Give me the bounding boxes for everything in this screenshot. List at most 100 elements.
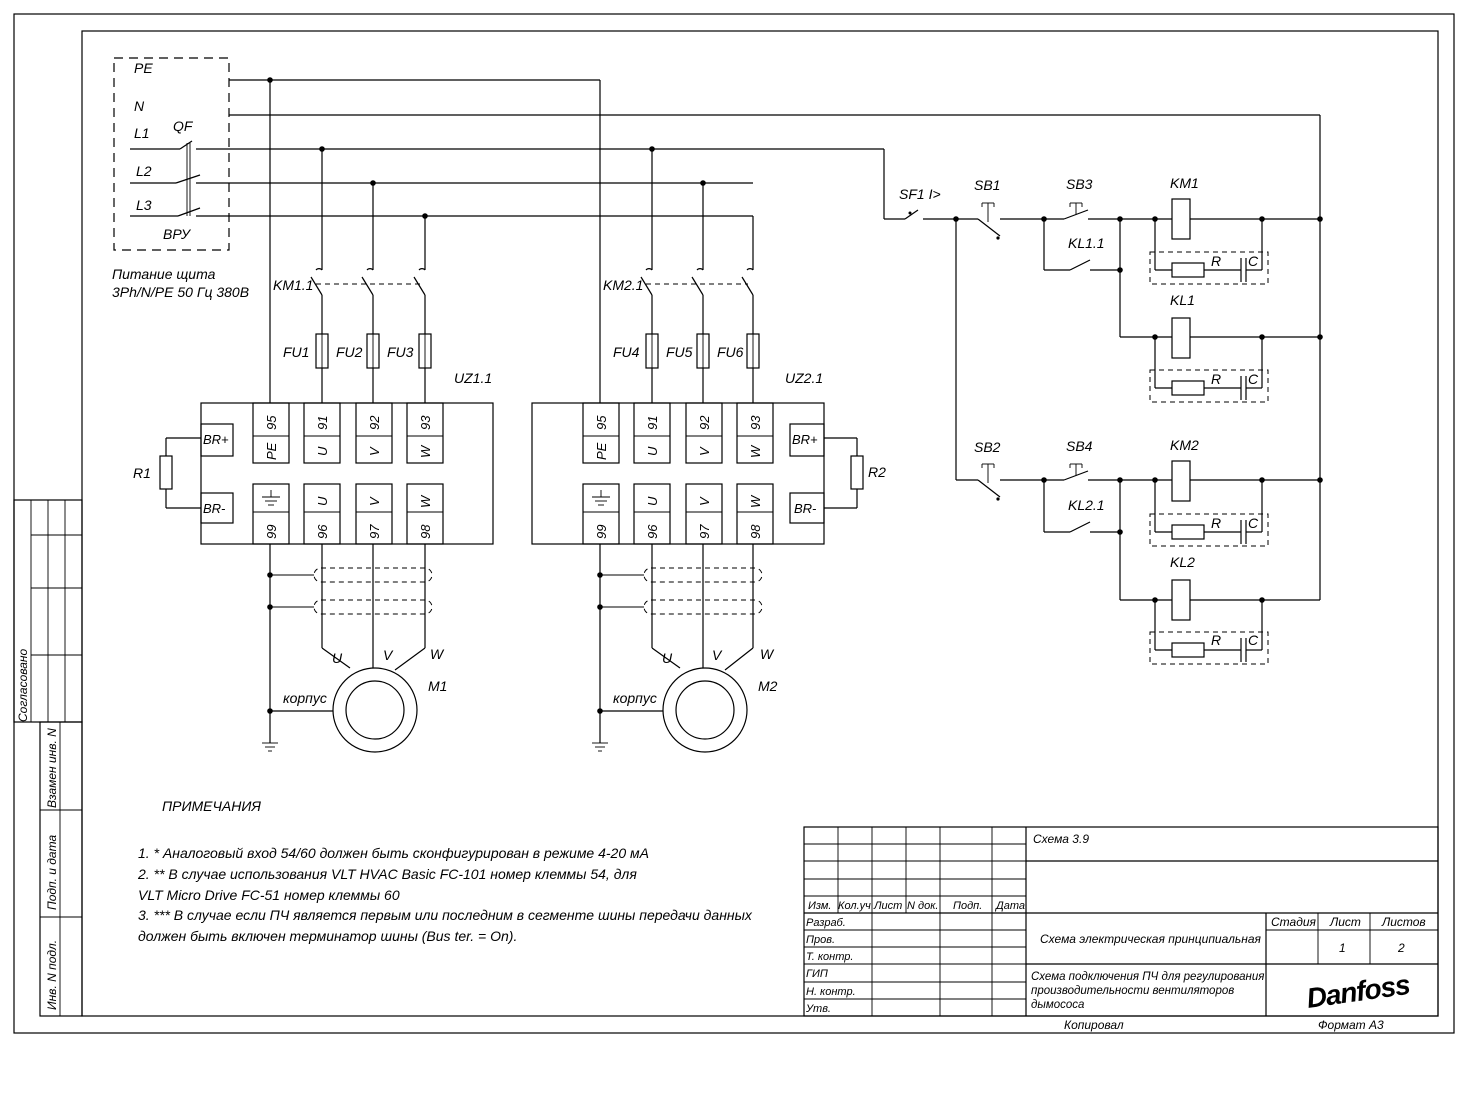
svg-text:R: R	[1211, 371, 1221, 387]
note-line-4: 3. *** В случае если ПЧ является первым …	[138, 907, 753, 923]
svg-text:97: 97	[697, 524, 712, 539]
svg-text:91: 91	[645, 416, 660, 430]
svg-text:Н. контр.: Н. контр.	[806, 986, 856, 998]
svg-text:U: U	[332, 650, 343, 666]
svg-text:Лист: Лист	[873, 900, 902, 912]
svg-text:R: R	[1211, 632, 1221, 648]
svg-text:U: U	[315, 446, 330, 456]
drive2-block: 95 91 92 93 PE U V W U V W 99 96 97 98 B…	[531, 402, 886, 545]
svg-text:Подп.: Подп.	[953, 900, 982, 912]
title-block: Изм. Кол.уч Лист N док. Подп. Дата Разра…	[803, 826, 1439, 1032]
notes-title: ПРИМЕЧАНИЯ	[162, 798, 261, 814]
sheet-no: 1	[1339, 941, 1346, 955]
svg-text:Разраб.: Разраб.	[806, 917, 846, 929]
svg-text:C: C	[1248, 253, 1259, 269]
svg-text:W: W	[430, 646, 445, 662]
agreed-label: Согласовано	[16, 648, 30, 722]
svg-text:C: C	[1248, 515, 1259, 531]
svg-text:98: 98	[418, 524, 433, 539]
supply-caption-2: 3Ph/N/PE 50 Гц 380В	[112, 284, 249, 300]
m2-label: M2	[758, 678, 778, 694]
svg-text:R: R	[1211, 253, 1221, 269]
note-line-3: VLT Micro Drive FC-51 номер клеммы 60	[138, 887, 400, 903]
svg-text:C: C	[1248, 632, 1259, 648]
svg-text:W: W	[748, 494, 763, 508]
svg-text:U: U	[645, 446, 660, 456]
svg-text:Лист: Лист	[1329, 915, 1361, 929]
l1-label: L1	[134, 125, 150, 141]
svg-text:Схема подключения ПЧ для регул: Схема подключения ПЧ для регулирования	[1031, 971, 1264, 983]
kl21-label: KL2.1	[1068, 497, 1105, 513]
svg-text:W: W	[760, 646, 775, 662]
svg-text:95: 95	[264, 415, 279, 430]
svg-text:93: 93	[748, 415, 763, 430]
svg-text:W: W	[418, 494, 433, 508]
km21-label: KM2.1	[603, 277, 643, 293]
svg-text:U: U	[645, 496, 660, 506]
format-label: Формат А3	[1318, 1018, 1384, 1032]
doc-type: Схема электрическая принципиальная	[1040, 932, 1261, 946]
km1-label: KM1	[1170, 175, 1199, 191]
body1-label: корпус	[283, 690, 327, 706]
svg-text:99: 99	[594, 525, 609, 539]
scheme-no: Схема 3.9	[1033, 832, 1089, 846]
bus-lines	[196, 77, 1321, 600]
svg-text:V: V	[697, 496, 712, 506]
supply-panel: PE N L1 L2 L3 QF ВРУ Питание щита 3Ph/N/…	[112, 57, 249, 300]
svg-text:V: V	[712, 647, 723, 663]
motor2: U V W M2 корпус	[592, 544, 778, 753]
svg-text:91: 91	[315, 416, 330, 430]
uz21-label: UZ2.1	[785, 370, 823, 386]
svg-text:W: W	[748, 444, 763, 458]
svg-text:PE: PE	[264, 442, 279, 460]
svg-text:W: W	[418, 444, 433, 458]
br-plus-1: BR+	[203, 432, 229, 447]
qf-label: QF	[173, 118, 194, 134]
notes: ПРИМЕЧАНИЯ 1. * Аналоговый вход 54/60 до…	[137, 798, 753, 944]
note-line-5: должен быть включен терминатор шины (Bus…	[138, 928, 517, 944]
svg-text:V: V	[383, 647, 394, 663]
danfoss-logo: Danfoss	[1305, 969, 1412, 1014]
fu2-label: FU2	[336, 344, 363, 360]
svg-text:Изм.: Изм.	[808, 900, 831, 912]
svg-text:V: V	[367, 496, 382, 506]
svg-text:97: 97	[367, 524, 382, 539]
body2-label: корпус	[613, 690, 657, 706]
note-line-2: 2. ** В случае использования VLT HVAC Ba…	[137, 866, 637, 882]
br-minus-1: BR-	[203, 501, 226, 516]
fu3-label: FU3	[387, 344, 414, 360]
svg-text:R: R	[1211, 515, 1221, 531]
svg-text:96: 96	[315, 524, 330, 539]
km11-label: KM1.1	[273, 277, 313, 293]
svg-text:V: V	[697, 446, 712, 456]
kl2-label: KL2	[1170, 554, 1195, 570]
replace-inv-label: Взамен инв. N	[45, 728, 59, 808]
svg-text:производительности вентиляторо: производительности вентиляторов	[1031, 985, 1234, 997]
svg-text:U: U	[315, 496, 330, 506]
sign-date-label: Подп. и дата	[45, 835, 59, 910]
sheets-total: 2	[1397, 941, 1405, 955]
kl11-label: KL1.1	[1068, 235, 1105, 251]
svg-text:V: V	[367, 446, 382, 456]
sb2-label: SB2	[974, 439, 1001, 455]
side-stamp: Согласовано Взамен инв. N Подп. и дата И…	[13, 499, 83, 1017]
svg-text:Утв.: Утв.	[805, 1003, 831, 1015]
note-line-1: 1. * Аналоговый вход 54/60 должен быть с…	[138, 845, 649, 861]
svg-text:U: U	[662, 650, 673, 666]
sb1-label: SB1	[974, 177, 1000, 193]
br-plus-2: BR+	[792, 432, 818, 447]
l2-label: L2	[136, 163, 152, 179]
pe-label: PE	[134, 60, 153, 76]
motor1: U V W M1 корпус	[262, 544, 447, 753]
km2-label: KM2	[1170, 437, 1199, 453]
svg-text:N док.: N док.	[907, 900, 938, 912]
r2-label: R2	[868, 464, 886, 480]
svg-text:ГИП: ГИП	[806, 968, 828, 980]
n-label: N	[134, 98, 145, 114]
svg-text:93: 93	[418, 415, 433, 430]
control-circuit: SF1 I> SB1 SB3 KL1.1 KM1	[899, 175, 1323, 665]
drive1-block: 95 91 92 93 PE U V W U V W 99 96 97 98 B…	[133, 402, 494, 545]
fu4-label: FU4	[613, 344, 640, 360]
